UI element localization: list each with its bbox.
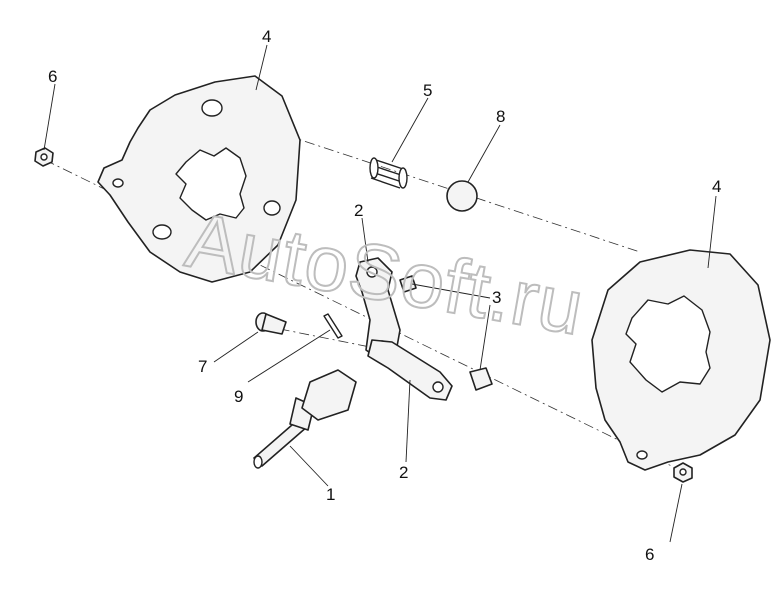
leader-bottom-right-nut bbox=[669, 483, 683, 543]
top-left-nut-hole bbox=[40, 153, 48, 161]
bolt bbox=[255, 312, 287, 335]
leader-bolt bbox=[213, 331, 259, 363]
callout-top-left-nut: 6 bbox=[48, 67, 57, 86]
split-pin bbox=[323, 313, 343, 339]
callout-right-disc: 4 bbox=[712, 177, 721, 196]
leader-right-disc bbox=[707, 195, 717, 269]
lower-lever bbox=[367, 339, 453, 401]
leader-pin-a bbox=[411, 283, 491, 299]
callout-bolt: 7 bbox=[198, 357, 207, 376]
right-disc bbox=[591, 249, 771, 471]
callout-bottom-right-nut: 6 bbox=[645, 545, 654, 564]
callout-left-disc: 4 bbox=[262, 27, 271, 46]
leader-split-pin bbox=[247, 329, 331, 383]
callout-split-pin: 9 bbox=[234, 387, 243, 406]
leader-left-disc bbox=[255, 44, 268, 91]
leader-top-left-nut bbox=[43, 83, 56, 151]
leader-ball bbox=[467, 124, 501, 183]
bottom-right-nut-hole bbox=[679, 468, 687, 476]
pin bbox=[399, 275, 493, 391]
leader-pin-b bbox=[479, 304, 491, 371]
ball bbox=[446, 180, 478, 212]
leader-rod bbox=[289, 445, 329, 487]
rod bbox=[253, 369, 357, 469]
leader-spring bbox=[391, 97, 429, 163]
callout-pin: 3 bbox=[492, 288, 501, 307]
callout-ball: 8 bbox=[496, 107, 505, 126]
callout-upper-lever: 2 bbox=[354, 201, 363, 220]
callout-rod: 1 bbox=[326, 485, 335, 504]
leader-upper-lever bbox=[361, 217, 369, 263]
callout-spring: 5 bbox=[423, 81, 432, 100]
spring bbox=[369, 157, 408, 189]
leader-lower-lever bbox=[405, 379, 411, 463]
left-disc bbox=[97, 75, 301, 283]
callout-lower-lever: 2 bbox=[399, 463, 408, 482]
